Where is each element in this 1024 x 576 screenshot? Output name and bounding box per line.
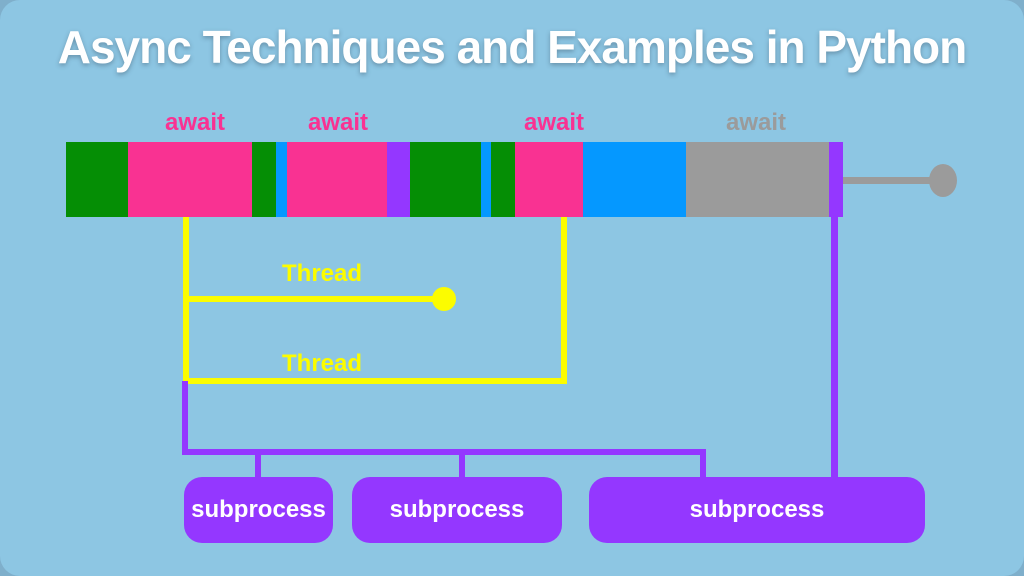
subprocess2-drop-line [459,452,465,478]
subprocess3-drop-line [700,452,706,478]
thread1-label: Thread [281,260,363,287]
event-loop-tail-line [843,177,933,184]
subprocess-box-2: subprocess [352,477,562,543]
timeline-segment-12-gray [686,142,829,217]
timeline-bar [66,142,843,217]
subprocess-box-3: subprocess [589,477,925,543]
await-label-4: await [725,109,787,136]
timeline-segment-3-green [252,142,276,217]
subprocess-connector-horizontal [182,449,706,455]
subprocess-box-1-label: subprocess [191,496,326,523]
subprocess-connector-vertical [182,381,188,455]
await-label-1: await [164,109,226,136]
timeline-segment-8-blue [481,142,491,217]
thread2-join-line [561,217,567,384]
timeline-segment-2-pink [128,142,252,217]
subprocess1-drop-line [255,452,261,478]
timeline-segment-11-blue [583,142,686,217]
timeline-segment-9-green [491,142,515,217]
thread1-end-dot [432,287,456,311]
timeline-segment-1-green [66,142,128,217]
subprocess-box-3-label: subprocess [689,496,825,523]
thread1-lifeline [183,296,433,302]
subprocess-box-1: subprocess [184,477,333,543]
thread2-label: Thread [281,350,363,377]
timeline-segment-7-green [410,142,481,217]
await-label-3: await [523,109,585,136]
timeline-segment-13-purple [829,142,843,217]
thread2-lifeline [183,378,567,384]
event-loop-end-dot [929,164,957,197]
await-label-2: await [307,109,369,136]
timeline-segment-10-pink [515,142,583,217]
slide-title: Async Techniques and Examples in Python [57,21,968,73]
timeline-segment-4-blue [276,142,287,217]
timeline-segment-5-pink [287,142,387,217]
timeline-segment-6-purple [387,142,410,217]
subprocess-box-2-label: subprocess [389,496,525,523]
subprocess3-bar-drop-line [831,215,838,478]
